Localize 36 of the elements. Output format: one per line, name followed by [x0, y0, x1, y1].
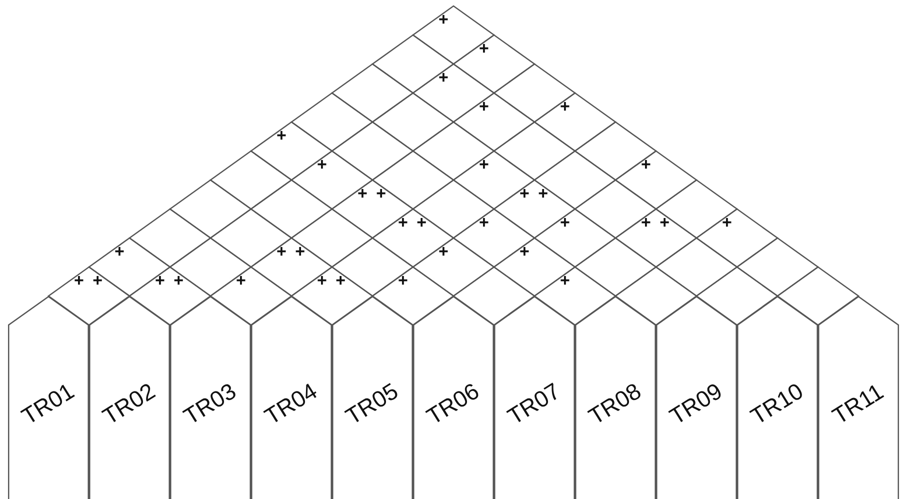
column-label: TR06 — [422, 378, 484, 430]
correlation-mark: + — [479, 40, 489, 57]
correlation-mark: + — [560, 98, 570, 115]
correlation-mark: + + — [641, 214, 670, 231]
column-label: TR11 — [828, 378, 888, 430]
correlation-mark: + — [560, 272, 570, 289]
column-label: TR08 — [584, 378, 646, 430]
correlation-mark: + — [114, 243, 124, 260]
correlation-mark: + — [438, 243, 448, 260]
column-label: TR05 — [341, 378, 403, 430]
correlation-mark: + — [317, 156, 327, 173]
correlation-mark: + — [641, 156, 651, 173]
column-label: TR02 — [98, 378, 160, 430]
correlation-mark: + — [479, 214, 489, 231]
correlation-mark: + — [438, 11, 448, 28]
correlation-mark: + — [560, 214, 570, 231]
column-label: TR10 — [746, 378, 808, 430]
column-label: TR09 — [665, 378, 727, 430]
correlation-mark: + + — [398, 214, 427, 231]
column-label: TR04 — [260, 378, 322, 430]
correlation-mark: + — [276, 127, 286, 144]
correlation-mark: + — [398, 272, 408, 289]
correlation-mark: + — [479, 98, 489, 115]
correlation-mark: + + — [358, 185, 386, 202]
correlation-mark: + + — [155, 272, 184, 289]
correlation-mark: + — [520, 243, 530, 260]
column-label: TR03 — [179, 378, 241, 430]
correlation-mark: + + — [74, 272, 103, 289]
correlation-mark: + + — [276, 243, 306, 260]
correlation-mark: + — [236, 272, 246, 289]
correlation-mark: + — [438, 69, 448, 86]
correlation-mark: + + — [520, 185, 548, 202]
correlation-mark: + — [479, 156, 489, 173]
correlation-mark: + + — [317, 272, 346, 289]
column-label: TR01 — [17, 378, 79, 430]
correlation-mark: + — [722, 214, 732, 231]
